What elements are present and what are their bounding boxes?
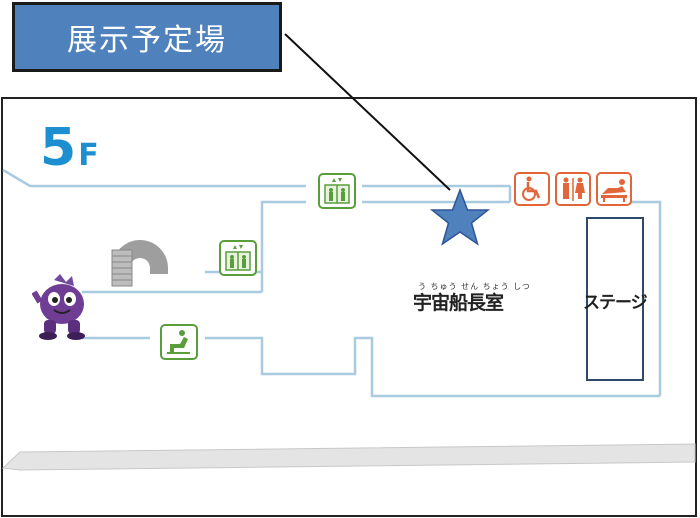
exhibit-location-callout: 展示予定場 (12, 2, 282, 72)
mascot-character (32, 274, 85, 340)
stage-label: ステージ (583, 293, 648, 313)
elevator-icon (219, 240, 257, 276)
rest-area-icon (160, 324, 198, 360)
elevator-icon (318, 173, 356, 209)
stage-area (586, 217, 644, 381)
room-furigana: う ちゅう せん ちょう しつ (418, 282, 531, 291)
floor-unit: F (78, 138, 99, 173)
restroom-icon (555, 172, 591, 206)
staircase-icon (111, 240, 168, 287)
baby-changing-icon (596, 172, 632, 206)
callout-label: 展示予定場 (67, 23, 227, 58)
corridor-lines (2, 168, 662, 398)
outer-wall-band (1, 443, 696, 471)
floor-label: 5F (40, 118, 99, 178)
wheelchair-icon (514, 172, 550, 206)
room-name: 宇宙船長室 (413, 292, 504, 314)
location-marker-star-icon (429, 188, 491, 246)
callout-leader-line (284, 33, 451, 191)
floor-number: 5 (40, 118, 77, 178)
